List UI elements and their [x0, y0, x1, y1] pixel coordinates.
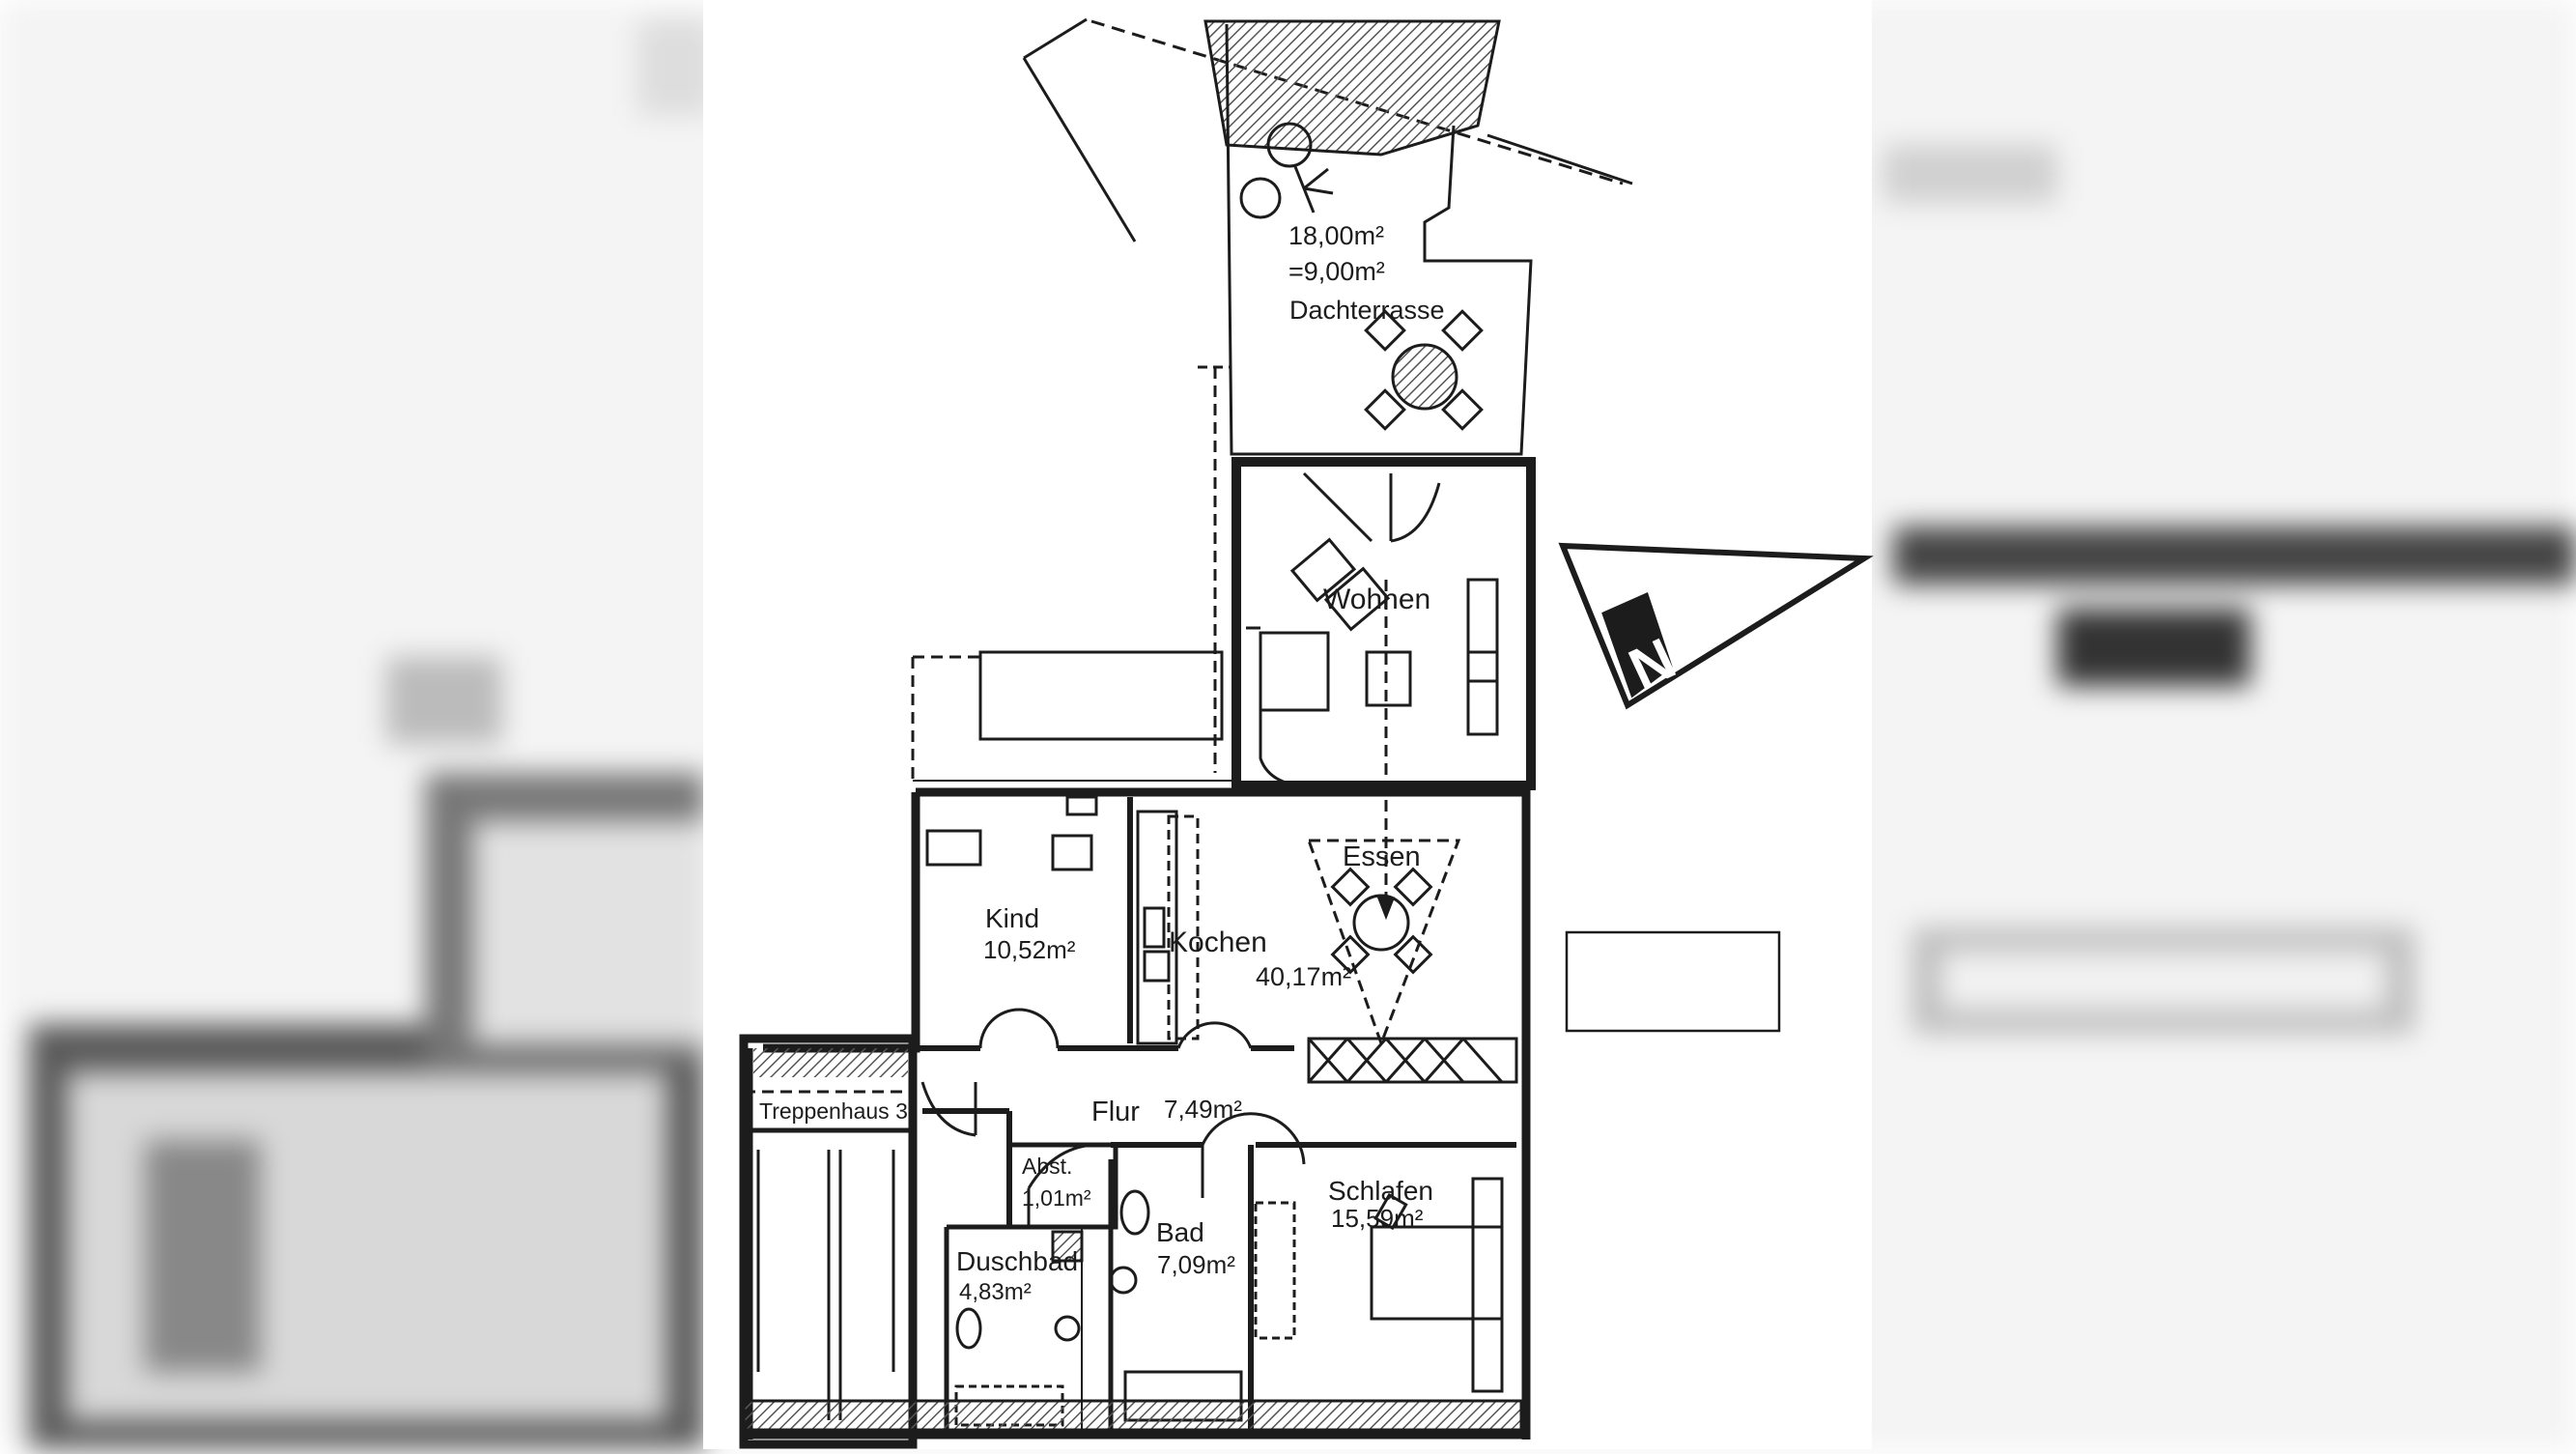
- kitchen-label: Kochen: [1169, 927, 1267, 958]
- hall-label: Flur: [1091, 1097, 1140, 1127]
- bedroom-label: Schlafen: [1328, 1176, 1433, 1206]
- child-label: Kind: [985, 903, 1039, 933]
- dining-label: Essen: [1343, 841, 1421, 872]
- stairwell-walls: [739, 1034, 918, 1449]
- roof-line: [1022, 57, 1137, 242]
- terrace-area-gross: 18,00m²: [1288, 221, 1384, 250]
- terrace-label: Dachterrasse: [1289, 296, 1445, 325]
- empty-rectangle: [1565, 930, 1781, 1033]
- bath-label: Bad: [1156, 1217, 1204, 1247]
- roof-hatch: [1203, 19, 1501, 157]
- terrace-chair: [1441, 309, 1484, 352]
- roof-line: [1486, 133, 1633, 185]
- shower-label: Duschbad: [956, 1246, 1078, 1276]
- child-area: 10,52m²: [983, 935, 1076, 964]
- stairwell-label: Treppenhaus 3: [759, 1098, 908, 1124]
- floor-plan-panel: [703, 0, 1872, 1449]
- living-room-walls: [1231, 457, 1536, 790]
- living-label: Wohnen: [1323, 584, 1430, 615]
- storage-area: 1,01m²: [1022, 1185, 1091, 1211]
- terrace-chair: [1364, 388, 1406, 431]
- roof-line: [1023, 17, 1088, 60]
- terrace-area-net: =9,00m²: [1288, 257, 1385, 286]
- terrace-chair: [1364, 309, 1406, 352]
- hall-area: 7,49m²: [1164, 1095, 1242, 1124]
- bath-area: 7,09m²: [1157, 1250, 1235, 1279]
- terrace-chair: [1441, 388, 1484, 431]
- storage-label: Abst.: [1022, 1154, 1072, 1179]
- shower-area: 4,83m²: [959, 1279, 1032, 1305]
- dining-area: 40,17m²: [1256, 962, 1351, 991]
- north-arrow-icon: [1558, 542, 1874, 710]
- apartment-wall: [763, 792, 920, 1053]
- terrace-table: [1391, 343, 1458, 411]
- bedroom-area: 15,59m²: [1331, 1204, 1424, 1233]
